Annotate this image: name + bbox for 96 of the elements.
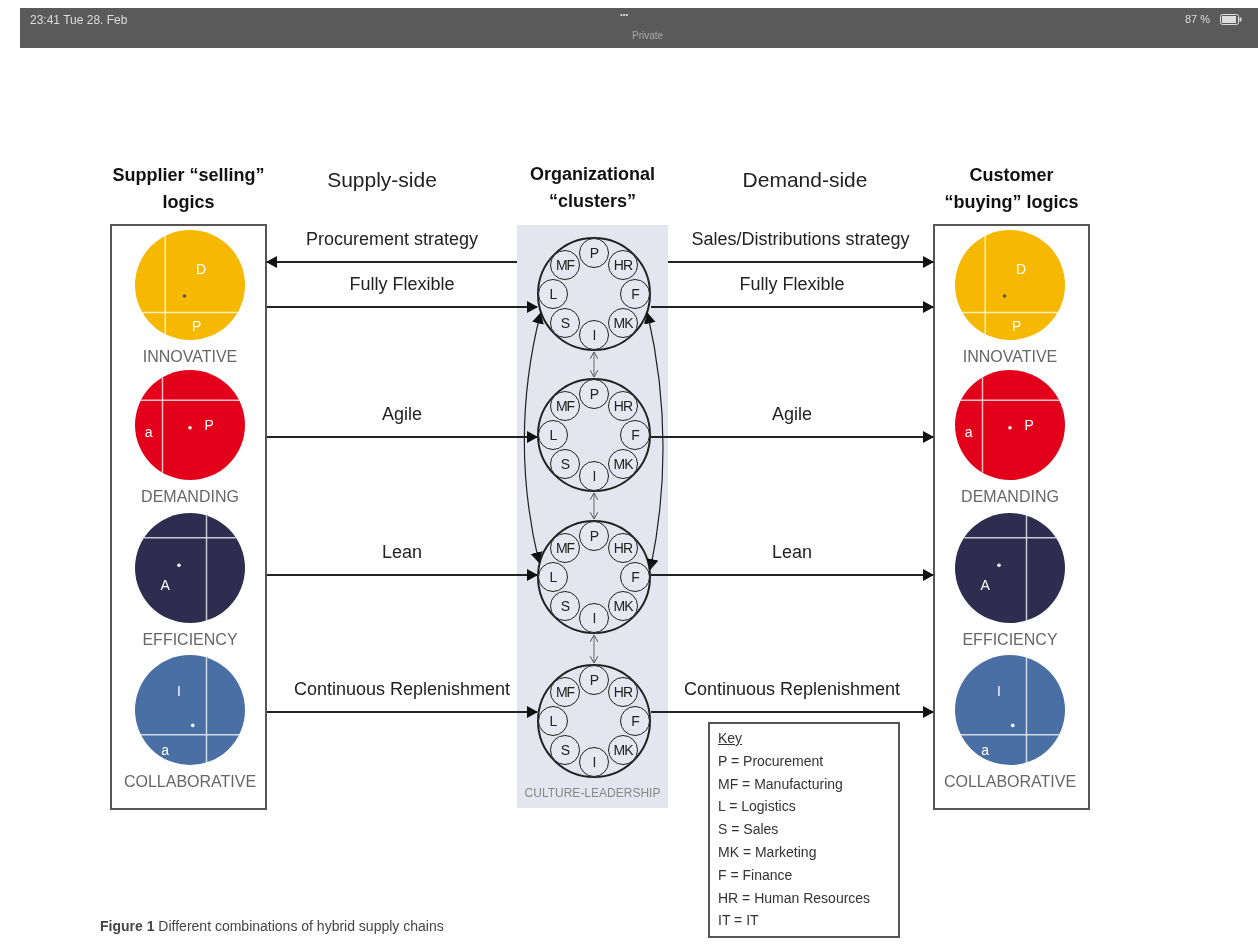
edge-label: Agile: [379, 404, 425, 425]
function-circle: S: [550, 591, 580, 621]
function-circle: I: [579, 461, 609, 491]
function-circle: P: [579, 665, 609, 695]
arrow: [266, 301, 538, 313]
function-circle: P: [579, 238, 609, 268]
key-entry: HR = Human Resources: [718, 888, 871, 908]
arrow: [650, 706, 934, 718]
function-circle: MK: [608, 735, 638, 765]
double-arrow: [589, 351, 599, 378]
function-circle: MK: [608, 308, 638, 338]
cluster-ring: [537, 378, 651, 492]
function-circle: MK: [608, 449, 638, 479]
function-circle: HR: [608, 533, 638, 563]
cluster-ring: [537, 237, 651, 351]
status-time: 23:41 Tue 28. Feb: [30, 13, 128, 27]
circle-letter: P: [204, 417, 214, 433]
function-circle: I: [579, 603, 609, 633]
battery-text: 87 %: [1185, 13, 1211, 25]
circle-letter: a: [981, 741, 990, 758]
circle-letter: P: [1024, 417, 1034, 433]
circle-letter: a: [964, 423, 973, 440]
circle-letter: a: [161, 741, 170, 758]
key-entry: P = Procurement: [718, 751, 824, 771]
band-footer: CULTURE-LEADERSHIP: [517, 786, 668, 800]
arrow: [266, 431, 538, 443]
category-label: COLLABORATIVE: [942, 773, 1078, 791]
function-circle: L: [538, 562, 568, 592]
function-circle: MF: [550, 250, 580, 280]
circle-letter: I: [997, 682, 1001, 699]
edge-label: Agile: [769, 404, 815, 425]
arrow: [266, 706, 538, 718]
function-circle: MF: [550, 391, 580, 421]
side-label: Supply-side: [327, 168, 437, 192]
function-circle: I: [579, 320, 609, 350]
key-entry: S = Sales: [718, 820, 779, 840]
function-circle: S: [550, 735, 580, 765]
key-entry: MK = Marketing: [718, 843, 817, 862]
function-circle: HR: [608, 677, 638, 707]
circle-letter: I: [177, 682, 181, 699]
circle-letter: P: [1011, 318, 1022, 335]
key-box: [708, 722, 900, 938]
panel-heading: Supplier “selling” logics: [111, 164, 266, 214]
arrow: [650, 431, 934, 443]
function-circle: MK: [608, 591, 638, 621]
circle-letter: D: [195, 260, 207, 277]
key-entry: F = Finance: [718, 865, 793, 885]
status-text: Private: [632, 30, 664, 41]
arrow: [650, 301, 934, 313]
cluster-ring: [537, 520, 651, 634]
figure-caption: Figure 1 Different combinations of hybrid supply chains: [100, 918, 444, 934]
category-label: EFFICIENCY: [141, 631, 239, 649]
circle-letter: A: [980, 576, 990, 593]
category-label: DEMANDING: [140, 488, 240, 506]
function-circle: HR: [608, 391, 638, 421]
function-circle: S: [550, 308, 580, 338]
curved-arrow: [523, 312, 544, 564]
function-circle: L: [538, 420, 568, 450]
arrow: [266, 569, 538, 581]
function-circle: F: [620, 279, 650, 309]
arrow: [667, 256, 934, 268]
arrow: [266, 256, 518, 268]
circle-letter: A: [160, 576, 170, 593]
band-heading: Organizational “clusters”: [529, 163, 656, 213]
category-label: EFFICIENCY: [961, 631, 1059, 649]
function-circle: MF: [550, 677, 580, 707]
function-circle: L: [538, 706, 568, 736]
function-circle: P: [579, 379, 609, 409]
function-circle: F: [620, 562, 650, 592]
curved-arrow: [643, 312, 664, 571]
key-entry: IT = IT: [718, 911, 759, 931]
function-circle: L: [538, 279, 568, 309]
more-icon: •••: [620, 10, 629, 19]
key-entry: L = Logistics: [718, 797, 796, 817]
category-label: COLLABORATIVE: [122, 773, 258, 791]
function-circle: P: [579, 521, 609, 551]
category-label: INNOVATIVE: [961, 348, 1059, 366]
circle-letter: a: [144, 423, 153, 440]
function-circle: MF: [550, 533, 580, 563]
double-arrow: [589, 492, 599, 520]
arrow: [650, 569, 934, 581]
cluster-ring: [537, 664, 651, 778]
function-circle: HR: [608, 250, 638, 280]
function-circle: S: [550, 449, 580, 479]
function-circle: I: [579, 747, 609, 777]
double-arrow: [589, 634, 599, 664]
category-label: INNOVATIVE: [141, 348, 239, 366]
side-label: Demand-side: [742, 168, 868, 192]
circle-letter: D: [1015, 260, 1027, 277]
category-label: DEMANDING: [960, 488, 1060, 506]
key-entry: MF = Manufacturing: [718, 774, 843, 794]
function-circle: F: [620, 706, 650, 736]
panel-heading: Customer “buying” logics: [943, 164, 1080, 214]
circle-letter: P: [191, 318, 202, 335]
function-circle: F: [620, 420, 650, 450]
key-title: Key: [718, 729, 743, 748]
